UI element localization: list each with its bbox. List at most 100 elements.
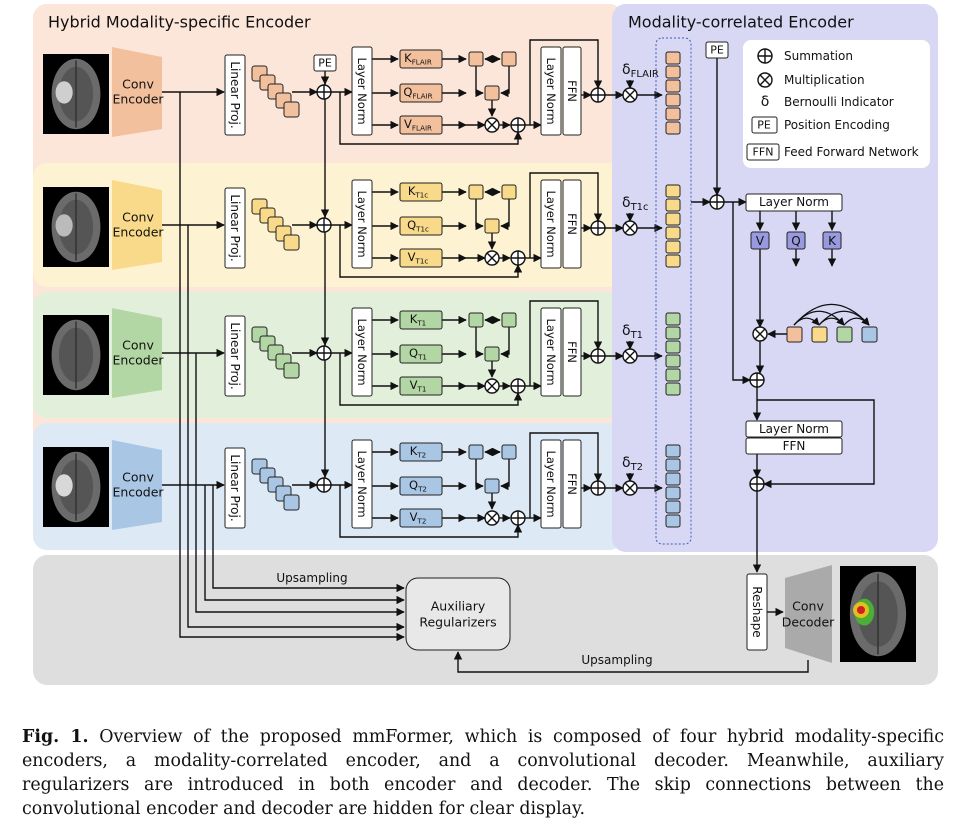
attention-key-token-t2 <box>501 444 517 460</box>
q-label-t1c: QT1c <box>407 218 429 233</box>
patch-token-flair <box>283 101 300 118</box>
conv-encoder-label-flair: Encoder <box>112 92 164 107</box>
layer-norm-label-flair: Layer Norm <box>355 57 369 124</box>
modality-token-flair <box>665 121 681 135</box>
modality-token-flair <box>665 51 681 65</box>
multiplication-icon-flair-stroke <box>486 119 498 131</box>
linear-proj-box-flair <box>224 54 246 136</box>
summation-icon-ffn-t1-stroke <box>591 349 605 363</box>
modality-token-t1 <box>665 382 681 396</box>
attention-key-token-t1 <box>501 312 517 328</box>
attention-key-token-t2 <box>468 444 484 460</box>
layer-norm-box-flair <box>351 46 373 136</box>
summation-icon-pe-t1c-stroke <box>317 218 331 232</box>
ffn-residual-t1 <box>529 300 603 386</box>
attention-link-flair <box>475 66 484 98</box>
bernoulli-mult-icon-t2-stroke <box>624 482 636 494</box>
aux-label: Auxiliary <box>431 599 486 614</box>
modality-token-t2 <box>665 500 681 514</box>
aux-skip-line <box>212 485 405 593</box>
layer-norm-label-t1c: Layer Norm <box>355 190 369 257</box>
modality-token-t1 <box>665 340 681 354</box>
aux-skip-line <box>204 485 405 605</box>
layer-norm-label-t1: Layer Norm <box>355 318 369 385</box>
q-projection-t1 <box>399 344 443 364</box>
conv-encoder-label-t1: Conv <box>122 338 154 353</box>
conv-encoder-label-t1: Encoder <box>112 353 164 368</box>
modality-token-t2 <box>665 486 681 500</box>
v-projection-flair <box>399 115 443 135</box>
global-k-label: K <box>828 234 837 248</box>
ffn-label-t2: FFN <box>565 473 579 495</box>
v-label-t1c: VT1c <box>408 250 429 265</box>
legend-bernoulli-label: Bernoulli Indicator <box>784 95 894 109</box>
q-label-t1: QT1 <box>409 346 427 361</box>
modality-token-t1c <box>665 198 681 212</box>
v-projection-t1c <box>399 248 443 268</box>
global-attention-token <box>811 326 828 343</box>
modality-token-flair <box>665 65 681 79</box>
modality-token-t1c <box>665 254 681 268</box>
modality-token-t2 <box>665 472 681 486</box>
global-k-box <box>822 231 842 250</box>
linear-proj-box-t1c <box>224 187 246 269</box>
attention-key-token-t1c <box>501 184 517 200</box>
v-label-flair: VFLAIR <box>404 117 432 132</box>
right-panel-title: Modality-correlated Encoder <box>628 13 854 32</box>
figure-caption: Fig. 1. Overview of the proposed mmForme… <box>22 725 944 821</box>
bernoulli-mult-icon-t1c-stroke <box>624 222 636 234</box>
summation-icon-pe-t2-stroke <box>317 478 331 492</box>
legend-multiplication-label: Multiplication <box>784 73 865 87</box>
modality-token-t2 <box>665 514 681 528</box>
global-ffn-box <box>745 437 843 455</box>
legend-multiplication-icon-stroke <box>759 74 771 86</box>
conv-encoder-t1 <box>112 308 162 398</box>
v-label-t2: VT2 <box>410 510 427 525</box>
global-layer-norm-label: Layer Norm <box>759 195 829 209</box>
left-panel-title: Hybrid Modality-specific Encoder <box>48 13 311 32</box>
linear-proj-label-t2: Linear Proj. <box>228 454 242 521</box>
conv-encoder-label-t2: Encoder <box>112 485 164 500</box>
attention-query-token-t1 <box>484 346 500 362</box>
attention-arc <box>843 317 870 326</box>
ffn-box-t1c <box>562 179 582 269</box>
aux-skip-line <box>195 353 405 617</box>
legend-pe-box <box>751 116 778 134</box>
decoder-upsampling-line <box>453 651 809 673</box>
legend-box <box>743 40 930 168</box>
bernoulli-mult-icon-t1-stroke <box>624 350 636 362</box>
global-layer-norm-2-box <box>745 420 843 438</box>
global-residual-skip <box>732 202 751 385</box>
summation-icon-ffn-t2-stroke <box>591 481 605 495</box>
modality-token-t1 <box>665 354 681 368</box>
bernoulli-delta-flair: δFLAIR <box>622 62 659 80</box>
ffn-residual-flair <box>529 39 603 125</box>
modality-token-t1c <box>665 212 681 226</box>
global-multiplication-icon-stroke <box>754 328 766 340</box>
v-projection-t1 <box>399 376 443 396</box>
conv-decoder-label: Conv <box>792 599 824 614</box>
conv-decoder-label: Decoder <box>782 615 835 630</box>
pe-box-left <box>313 54 337 72</box>
attention-link-t1c <box>500 199 510 231</box>
residual-skip-t1c <box>339 225 523 278</box>
pe-label-right: PE <box>710 44 724 57</box>
ffn-box-t2 <box>562 439 582 529</box>
attention-query-token-t2 <box>484 478 500 494</box>
q-projection-flair <box>399 83 443 103</box>
mmformer-figure: Hybrid Modality-specific Encoder Modality… <box>33 4 938 685</box>
caption-label: Fig. 1. <box>22 727 89 747</box>
summation-icon-residual-t1-stroke <box>511 379 525 393</box>
k-projection-t2 <box>399 442 443 462</box>
patch-token-t2 <box>283 494 300 511</box>
legend-pe-label: Position Encoding <box>784 118 890 132</box>
aux-label: Regularizers <box>419 615 496 630</box>
k-projection-t1c <box>399 182 443 202</box>
layer-norm-label-2-flair: Layer Norm <box>544 57 558 124</box>
q-projection-t2 <box>399 476 443 496</box>
bernoulli-delta-t2: δT2 <box>622 455 643 473</box>
conv-encoder-flair <box>112 47 162 137</box>
bernoulli-mult-icon-flair-stroke <box>624 89 636 101</box>
conv-encoder-label-flair: Conv <box>122 77 154 92</box>
bernoulli-delta-t1: δT1 <box>622 323 643 341</box>
